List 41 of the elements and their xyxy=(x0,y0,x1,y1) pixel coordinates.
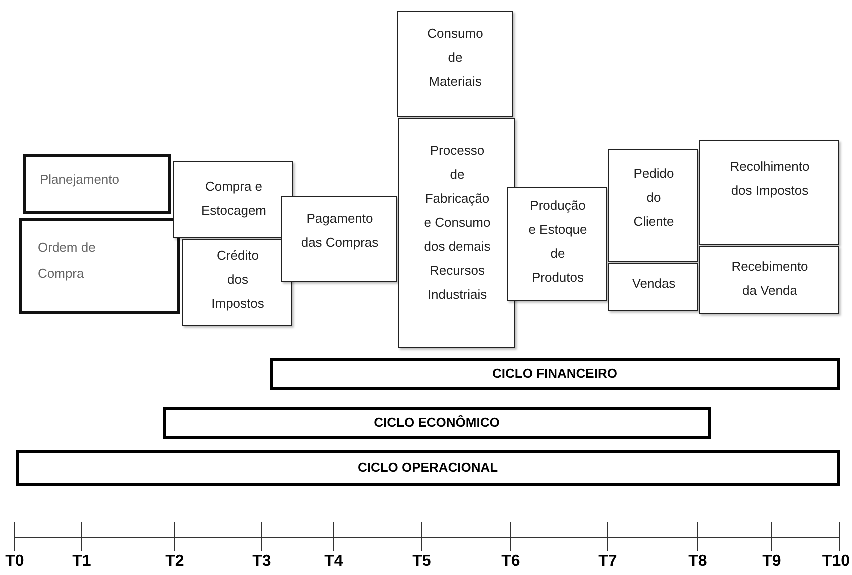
process-box xyxy=(398,118,515,348)
process-box xyxy=(608,263,698,311)
process-box xyxy=(699,246,839,314)
cycle-bar xyxy=(270,358,840,390)
time-label: T3 xyxy=(252,553,272,571)
cycle-bar xyxy=(16,450,840,486)
box-label: Pagamento das Compras xyxy=(300,210,380,252)
process-box xyxy=(173,161,293,238)
box-label: Recolhimento dos Impostos xyxy=(729,158,811,200)
time-label: T7 xyxy=(598,553,618,571)
time-label: T4 xyxy=(324,553,344,571)
box-label: Ordem de Compra xyxy=(38,239,97,283)
process-box xyxy=(507,187,607,301)
cycle-label: CICLO FINANCEIRO xyxy=(492,365,618,383)
box-label: Planejamento xyxy=(40,171,120,189)
process-box xyxy=(699,140,839,245)
process-box xyxy=(19,218,180,314)
process-box xyxy=(182,239,292,326)
box-label: Crédito dos Impostos xyxy=(210,247,266,313)
time-label: T1 xyxy=(72,553,92,571)
box-label: Processo de Fabricação e Consumo dos demais Recursos Industriais xyxy=(423,142,492,304)
process-box xyxy=(397,11,513,117)
time-label: T10 xyxy=(822,553,850,571)
cycle-label: CICLO ECONÔMICO xyxy=(373,414,501,432)
box-label: Consumo de Materiais xyxy=(426,25,484,91)
cycle-label: CICLO OPERACIONAL xyxy=(356,459,500,477)
box-label: Recebimento da Venda xyxy=(730,258,810,300)
time-label: T8 xyxy=(688,553,708,571)
time-label: T9 xyxy=(762,553,782,571)
cycle-bar xyxy=(163,407,711,439)
process-box xyxy=(23,154,171,214)
box-label: Vendas xyxy=(631,275,677,293)
process-box xyxy=(608,149,698,262)
process-box xyxy=(281,196,397,282)
time-label: T0 xyxy=(6,553,24,571)
time-label: T6 xyxy=(502,553,520,571)
box-label: Compra e Estocagem xyxy=(200,178,268,220)
time-label: T2 xyxy=(166,553,184,571)
time-label: T5 xyxy=(412,553,432,571)
box-label: Produção e Estoque de Produtos xyxy=(528,197,588,287)
box-label: Pedido do Cliente xyxy=(632,165,676,231)
